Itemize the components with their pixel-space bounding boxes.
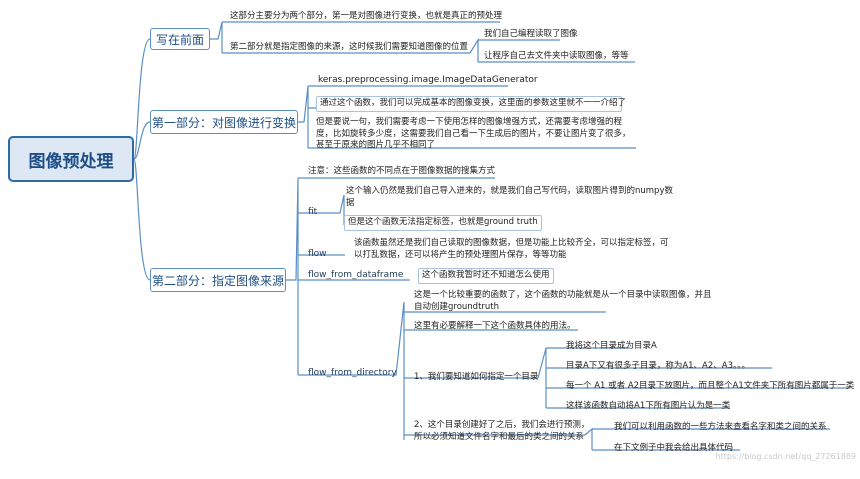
step1-item-3: 每一个 A1 或者 A2目录下放图片，而且整个A1文件夹下所有图片都属于一类: [566, 381, 855, 391]
intro-text-1: 这部分主要分为两个部分，第一是对图像进行变换，也就是真正的预处理: [230, 11, 503, 21]
section-intro-label: 写在前面: [155, 32, 204, 47]
wire-root-part2: [133, 158, 151, 281]
directory-step1-label: 1、我们要知道如何指定一个目录: [414, 372, 539, 382]
section-part1[interactable]: 第一部分：对图像进行变换: [150, 110, 298, 134]
flow-from-directory-label[interactable]: flow_from_directory: [308, 368, 397, 378]
step1-item-2: 目录A下又有很多子目录，称为A1、A2、A3。。。: [566, 361, 750, 371]
flow-from-dataframe-label[interactable]: flow_from_dataframe: [308, 270, 404, 280]
section-part2-label: 第二部分：指定图像来源: [151, 273, 284, 288]
intro-text-2: 第二部分就是指定图像的来源，这时候我们需要知道图像的位置: [230, 42, 469, 52]
fit-label[interactable]: fit: [308, 207, 318, 217]
fit-text-1: 这个输入仍然是我们自己导入进来的，就是我们自己写代码，读取图片得到的numpy数…: [346, 186, 673, 208]
wire-root-part1: [133, 121, 151, 160]
step1-item-1: 我将这个目录成为目录A: [566, 341, 657, 351]
flow-from-dataframe-text: 这个函数我暂时还不知道怎么使用: [418, 268, 554, 284]
step2-item-2: 在下文例子中我会给出具体代码: [614, 443, 734, 453]
part1-text-2: 通过这个函数，我们可以完成基本的图像变换，这里面的参数这里就不一一介绍了: [316, 96, 626, 112]
flow-text-1: 该函数虽然还是我们自己读取的图像数据，但是功能上比较齐全，可以指定标签，可以打乱…: [354, 238, 669, 260]
step1-item-4: 这样该函数自动将A1下所有图片认为是一类: [566, 401, 731, 411]
directory-text-2: 这里有必要解释一下这个函数具体的用法。: [414, 321, 576, 331]
step2-item-1: 我们可以利用函数的一些方法来查看名字和类之间的关系: [614, 422, 827, 432]
root-label: 图像预处理: [28, 151, 114, 172]
intro-sub-1: 我们自己编程读取了图像: [484, 29, 578, 39]
root-node[interactable]: 图像预处理: [8, 136, 134, 182]
part1-function-name: keras.preprocessing.image.ImageDataGener…: [318, 75, 538, 85]
intro-sub-2: 让程序自己去文件夹中读取图像，等等: [484, 51, 629, 61]
fit-text-2: 但是这个函数无法指定标签，也就是ground truth: [344, 215, 542, 231]
flow-label[interactable]: flow: [308, 249, 327, 259]
part1-text-3: 但是要说一句，我们需要考虑一下使用怎样的图像增强方式，还需要考虑增强的程度，比如…: [316, 117, 631, 150]
section-part2[interactable]: 第二部分：指定图像来源: [150, 268, 286, 292]
part2-note: 注意：这些函数的不同点在于图像数据的搜集方式: [308, 166, 496, 176]
directory-step2-label: 2、这个目录创建好了之后，我们会进行预测，所以必须知道文件名字和最后的类之间的关…: [414, 420, 590, 442]
section-intro[interactable]: 写在前面: [150, 28, 210, 50]
directory-text-1: 这是一个比较重要的函数了，这个函数的功能就是从一个目录中读取图像，并且自动创建g…: [414, 290, 712, 312]
section-part1-label: 第一部分：对图像进行变换: [151, 115, 296, 130]
watermark: https://blog.csdn.net/qq_27261889: [715, 452, 856, 461]
wire-root-intro: [133, 38, 151, 160]
wire-intro-trunk: [210, 21, 223, 53]
